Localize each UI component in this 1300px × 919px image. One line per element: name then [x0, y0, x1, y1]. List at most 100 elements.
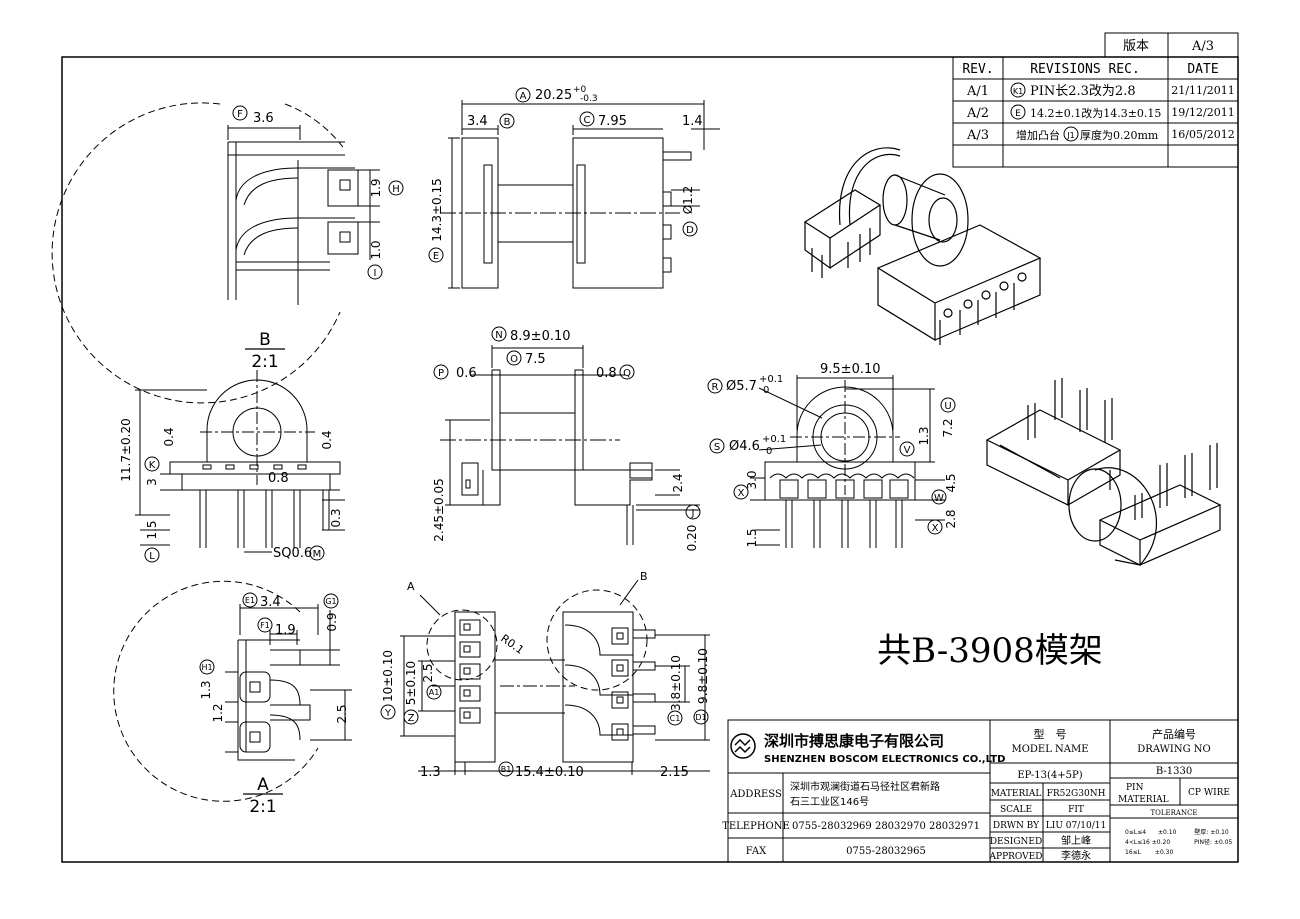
- dim-15.4: 15.4±0.10: [515, 765, 584, 780]
- rev-row-2-text: 14.2±0.1改为14.3±0.15: [1030, 106, 1161, 120]
- dim-a-circle: [515, 87, 531, 103]
- dim-m-circle: [309, 545, 325, 561]
- dim-x-circle-bottom: [927, 519, 943, 535]
- rev-row-1-mark-circle: [1010, 82, 1026, 98]
- dim-l-letter: L: [149, 551, 155, 562]
- dim-b-circle: [499, 113, 515, 129]
- dim-d1-letter: D1: [695, 713, 706, 722]
- dim-b-letter: B: [504, 117, 511, 128]
- dim-a-1.2: 1.2: [211, 703, 225, 722]
- dim-g1-circle: [323, 593, 339, 609]
- dim-o-letter: O: [510, 354, 518, 365]
- dim-a-tol-plus: +0: [573, 85, 587, 95]
- dim-c1-circle: [667, 710, 683, 726]
- dim-r-circle: [707, 378, 723, 394]
- dim-0.8-side: 0.8: [596, 366, 617, 381]
- rev-row-3-text: 厚度为0.20mm: [1080, 128, 1159, 142]
- dim-z-circle: [403, 709, 419, 725]
- dim-sq0.6: SQ0.6: [273, 546, 312, 561]
- dim-p-letter: P: [438, 368, 444, 379]
- dim-1.5: 1.5: [145, 520, 159, 539]
- dim-z-letter: Z: [408, 713, 415, 724]
- tolerance-row-1: 0≤L≤4 ±0.10 壁厚: ±0.10: [1125, 828, 1229, 836]
- dim-w-letter: W: [934, 493, 944, 504]
- fax-label: FAX: [746, 846, 767, 857]
- dim-b1-circle: [498, 761, 514, 777]
- model-label-cn: 型 号: [1034, 727, 1067, 741]
- dim-9.8: 9.8±0.10: [696, 648, 710, 704]
- dim-v-circle: [899, 441, 915, 457]
- model-label-en: MODEL NAME: [1011, 744, 1088, 755]
- rev-row-2-rev: A/2: [966, 106, 989, 121]
- dim-g1-letter: G1: [325, 597, 336, 606]
- dim-h-circle: [388, 180, 404, 196]
- dim-0.4-left: 0.4: [162, 427, 176, 446]
- drawing-title: 共B-3908模架: [877, 631, 1103, 671]
- dim-0.8: 0.8: [268, 471, 289, 486]
- detail-b-view: [51, 102, 380, 404]
- callout-a: A: [407, 580, 415, 593]
- front-view: [135, 370, 345, 553]
- version-label: 版本: [1123, 39, 1149, 54]
- dim-dia-5.7-tol-minus: 0: [763, 385, 769, 396]
- rev-row-3-rev: A/3: [966, 128, 989, 143]
- dim-b1-letter: B1: [501, 765, 512, 774]
- pin-material-value: CP WIRE: [1188, 788, 1230, 798]
- dim-r-letter: R: [712, 382, 719, 393]
- detail-b-scale: 2:1: [251, 352, 278, 372]
- top-view: [440, 100, 720, 289]
- dim-dia-4.6: Ø4.6: [729, 439, 760, 454]
- rev-row-1-date: 21/11/2011: [1171, 84, 1234, 97]
- dim-a-letter: A: [520, 91, 527, 102]
- detail-a-scale: 2:1: [249, 797, 276, 817]
- dim-d-circle: [682, 221, 698, 237]
- dim-h1-circle: [199, 659, 215, 675]
- dim-7.5: 7.5: [525, 352, 546, 367]
- company-logo-icon: [730, 733, 756, 759]
- revisions-header: REVISIONS REC.: [1030, 62, 1140, 77]
- approved-label: APPROVED: [989, 852, 1043, 862]
- dim-3.0-end: 3.0: [745, 470, 759, 489]
- dim-j-letter: J: [691, 508, 695, 519]
- dim-k-letter: K: [149, 460, 156, 471]
- dim-r0.1: R0.1: [498, 632, 526, 657]
- version-value: A/3: [1191, 39, 1214, 54]
- dim-w-circle: [931, 489, 947, 505]
- dim-dia-4.6-tol-minus: 0: [766, 446, 772, 457]
- dim-f1-circle: [257, 617, 273, 633]
- rev-row-1-rev: A/1: [966, 84, 989, 99]
- dim-c1-letter: C1: [670, 714, 681, 723]
- dim-u-circle: [940, 397, 956, 413]
- dim-k-circle: [144, 456, 160, 472]
- telephone-label: TELEPHONE: [722, 821, 790, 832]
- side-view: [440, 345, 700, 545]
- rev-row-2-mark: E: [1015, 109, 1021, 119]
- rev-row-3-mark-circle: [1063, 126, 1079, 142]
- dim-y-letter: Y: [384, 708, 392, 719]
- dim-p-circle: [433, 364, 449, 380]
- dim-bottom-2.5: 2.5: [421, 663, 435, 682]
- dim-4.5: 4.5: [944, 473, 958, 492]
- dim-q-letter: Q: [623, 368, 631, 379]
- dim-dia-5.7-tol-plus: +0.1: [759, 374, 783, 385]
- drawing-no-label-cn: 产品编号: [1152, 727, 1196, 741]
- dim-q-circle: [619, 364, 635, 380]
- material-value: FR52G30NH: [1047, 789, 1106, 799]
- bottom-view: [400, 579, 710, 775]
- dim-v-letter: V: [904, 445, 911, 456]
- dim-dia-1.2: Ø1.2: [681, 186, 695, 215]
- rev-row-1-text: PIN长2.3改为2.8: [1030, 84, 1136, 99]
- dim-l-circle: [144, 547, 160, 563]
- dim-n-letter: N: [495, 330, 502, 341]
- dim-7.2: 7.2: [941, 418, 955, 437]
- dim-5: 5±0.10: [404, 661, 418, 705]
- end-view: [750, 375, 945, 548]
- dim-bottom-1.3: 1.3: [420, 765, 441, 780]
- dim-o-circle: [506, 350, 522, 366]
- dim-x-letter-top: X: [738, 488, 745, 499]
- designed-value: 邹上峰: [1061, 834, 1091, 847]
- dim-1.3-end: 1.3: [917, 426, 931, 445]
- dim-0.20: 0.20: [685, 525, 699, 552]
- date-header: DATE: [1187, 62, 1218, 77]
- dim-f-letter: F: [237, 109, 243, 120]
